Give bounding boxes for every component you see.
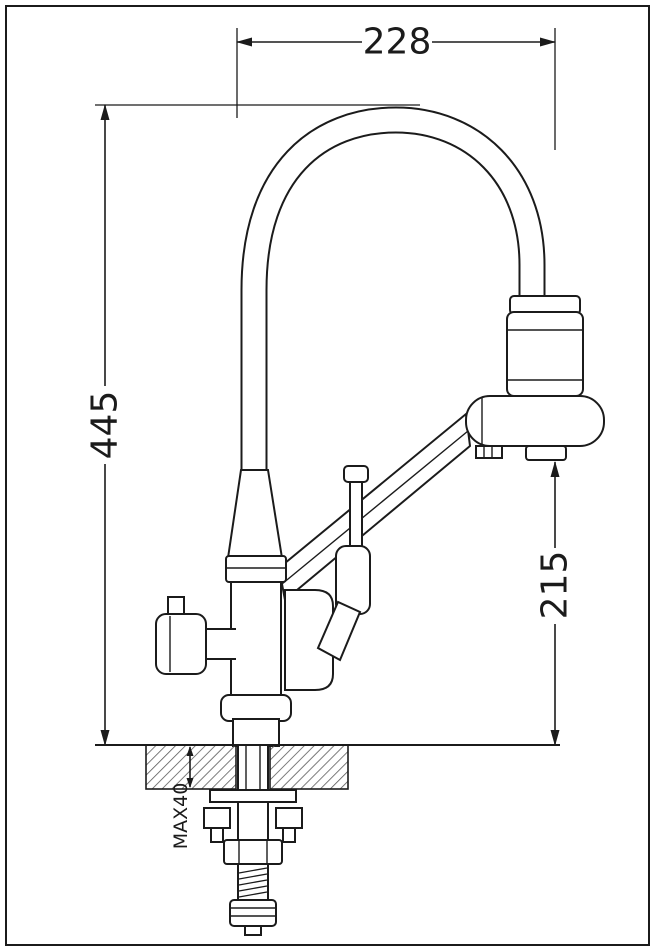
- lever-flange: [284, 589, 334, 691]
- counter-hatch-left: [145, 744, 237, 790]
- mounting-washer: [209, 789, 297, 803]
- supply-arm: [277, 412, 472, 602]
- bottom-nut-tip: [244, 925, 262, 936]
- counter-hatch-right: [269, 744, 349, 790]
- dimension-spout-reach: 228: [236, 22, 556, 63]
- hose-stub-left: [210, 827, 224, 843]
- body-column: [230, 581, 282, 698]
- aerator-nozzle: [475, 445, 503, 459]
- body-base-flare: [220, 694, 292, 722]
- faucet-drawing: [95, 106, 605, 936]
- body-base: [232, 718, 280, 747]
- diagonal-supply-arm: [277, 412, 472, 602]
- spray-head: [465, 295, 605, 461]
- gooseneck-spout: [240, 106, 546, 505]
- dimension-outlet-height: 215: [535, 461, 576, 746]
- outlet-body: [465, 395, 605, 447]
- faucet-body: [220, 469, 292, 747]
- hose-fitting-right: [275, 807, 303, 829]
- hose-stub-right: [282, 827, 296, 843]
- spray-head-body: [506, 311, 584, 397]
- spray-nozzle: [525, 445, 567, 461]
- right-lever-handle: [284, 465, 371, 691]
- left-handle-knob: [155, 613, 207, 675]
- dimension-total-height: 445: [85, 104, 126, 746]
- lever-stick-cap: [343, 465, 369, 483]
- hose-fitting-left: [203, 807, 231, 829]
- left-handle: [155, 596, 236, 675]
- left-handle-shaft: [205, 628, 236, 660]
- gooseneck-inner: [242, 108, 544, 505]
- drawing-border: [5, 5, 650, 946]
- thread-ticks: [238, 867, 268, 898]
- body-joint-band: [225, 555, 287, 583]
- left-handle-stem: [167, 596, 185, 616]
- mounting-nut: [223, 839, 283, 865]
- lever-stick: [349, 481, 363, 553]
- mounting-stem: [237, 744, 269, 904]
- supply-arm-detail-line: [281, 430, 469, 585]
- mounting-hardware: [203, 744, 303, 936]
- bottom-nut: [229, 899, 277, 927]
- lever-connector: [316, 600, 362, 662]
- dimension-max-deck-thickness: MAX40: [170, 746, 194, 850]
- dimension-label-spout-reach: 228: [363, 22, 432, 63]
- dimension-label-outlet-height: 215: [535, 551, 576, 620]
- dimension-label-total-height: 445: [85, 391, 126, 460]
- dimension-label-max-deck-thickness: MAX40: [170, 783, 192, 850]
